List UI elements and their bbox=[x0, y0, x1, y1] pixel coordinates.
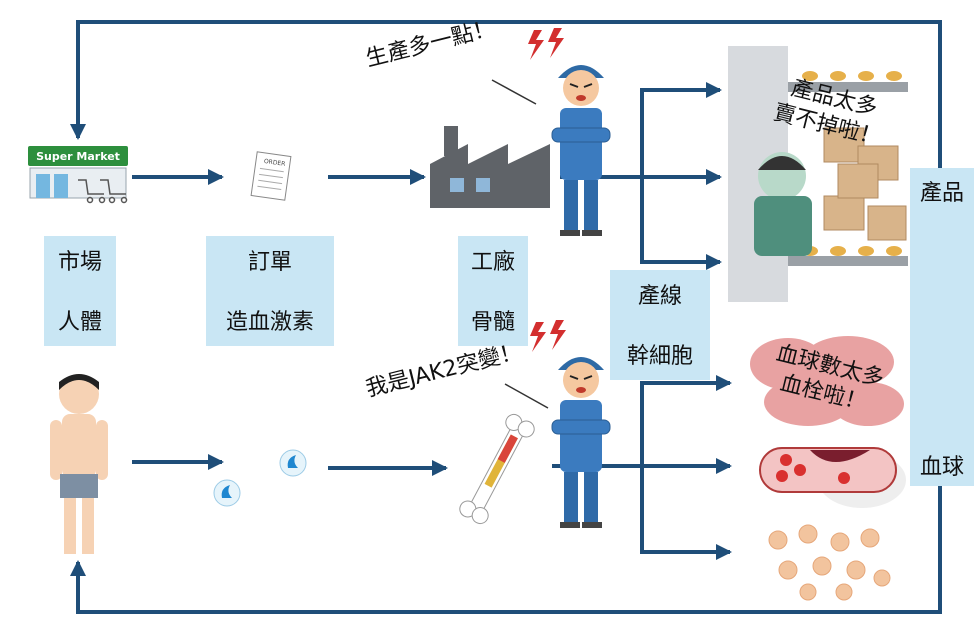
arrow-branch-top bbox=[640, 82, 722, 177]
label-body: 人體 bbox=[57, 310, 102, 335]
angry-worker-top-icon bbox=[551, 65, 611, 236]
platelets-icon bbox=[768, 524, 891, 601]
label-factory-marrow: 工廠 骨髓 bbox=[458, 236, 528, 346]
label-product: 產品 bbox=[910, 168, 974, 214]
label-order: 訂單 bbox=[247, 250, 292, 275]
label-market: 市場 bbox=[57, 250, 102, 275]
bone-icon bbox=[459, 413, 535, 525]
anger-lightning-top-icon bbox=[528, 28, 564, 60]
human-body-icon bbox=[50, 374, 108, 554]
supermarket-icon: Super Market bbox=[28, 146, 132, 210]
label-order-hormone: 訂單 造血激素 bbox=[206, 236, 334, 346]
hormone-drop-1-icon bbox=[279, 449, 307, 477]
blood-vessel-clot-icon bbox=[759, 447, 906, 508]
feedback-loop-top bbox=[70, 20, 942, 300]
supermarket-sign: Super Market bbox=[28, 146, 128, 166]
feedback-loop-bottom bbox=[70, 480, 942, 614]
label-stemcell: 幹細胞 bbox=[626, 344, 693, 369]
label-marrow: 骨髓 bbox=[470, 310, 515, 335]
anger-lightning-bottom-icon bbox=[530, 320, 566, 352]
order-slip-text: ORDER bbox=[263, 158, 285, 168]
factory-icon bbox=[430, 126, 550, 208]
label-line-stemcell: 產線 幹細胞 bbox=[610, 270, 710, 380]
order-slip-icon: ORDER bbox=[250, 151, 292, 201]
overstock-shelves-icon bbox=[728, 46, 908, 302]
red-cell-cluster-icon bbox=[750, 336, 904, 426]
hormone-drop-2-icon bbox=[213, 479, 241, 507]
label-hormone: 造血激素 bbox=[225, 310, 314, 335]
label-factory: 工廠 bbox=[470, 250, 515, 275]
angry-worker-bottom-icon bbox=[551, 357, 611, 528]
label-blood: 血球 bbox=[910, 444, 974, 486]
label-column bbox=[910, 214, 974, 444]
arrow-stem-platelet bbox=[640, 466, 732, 560]
arrow-stem-rbc bbox=[640, 375, 732, 466]
label-market-body: 市場 人體 bbox=[44, 236, 116, 346]
label-line: 產線 bbox=[637, 284, 682, 309]
arrow-branch-bottom bbox=[640, 177, 722, 270]
